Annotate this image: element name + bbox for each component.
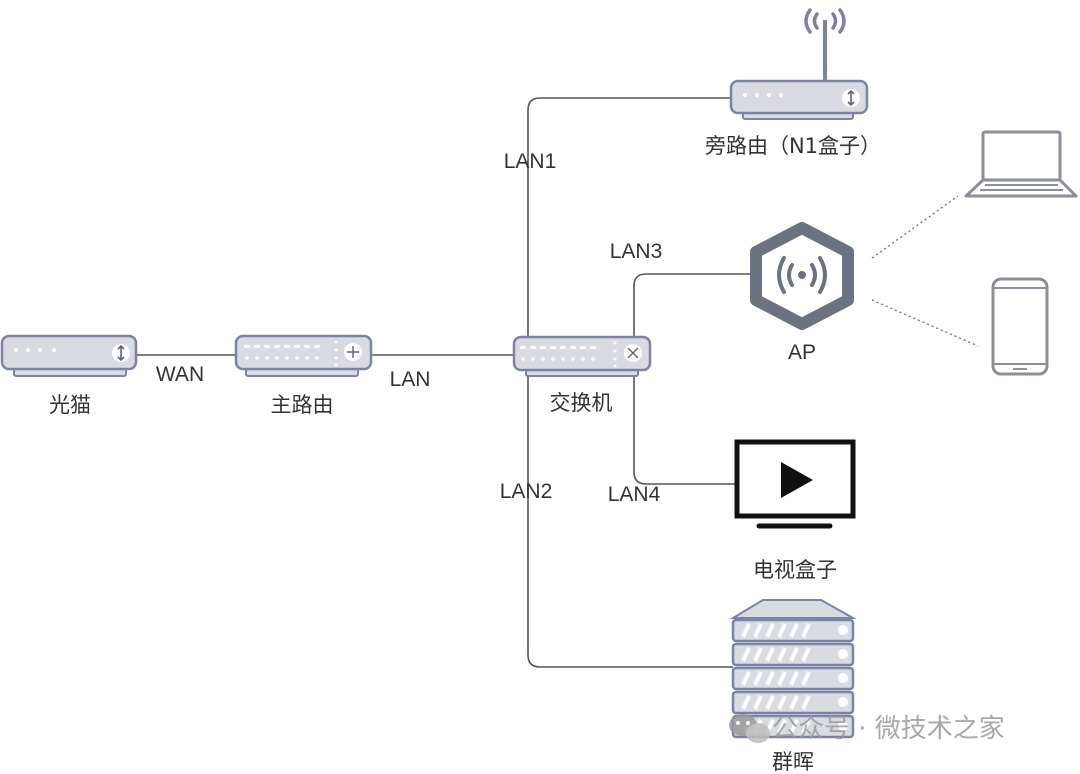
link-lan1 xyxy=(527,97,733,342)
laptop-icon xyxy=(964,130,1078,198)
link-wifi-phone xyxy=(871,299,979,347)
main-router-device[interactable] xyxy=(234,334,373,377)
modem-label: 光猫 xyxy=(49,393,91,417)
watermark-text: 公众号 · 微技术之家 xyxy=(772,714,1005,744)
watermark: 公众号 · 微技术之家 xyxy=(729,714,1005,744)
bypass-router-label: 旁路由（N1盒子） xyxy=(705,134,881,158)
link-lan2 xyxy=(527,372,733,668)
link-label-lan3: LAN3 xyxy=(610,240,663,263)
link-label-lan: LAN xyxy=(390,368,431,391)
link-lan4 xyxy=(633,372,735,485)
laptop-device[interactable] xyxy=(964,130,1078,198)
smartphone-icon xyxy=(991,277,1049,376)
nas-label: 群晖 xyxy=(772,750,814,774)
switch-device[interactable] xyxy=(512,335,652,377)
link-label-lan1: LAN1 xyxy=(504,150,557,173)
main-router-label: 主路由 xyxy=(271,393,334,417)
tv-box-label: 电视盒子 xyxy=(753,558,837,582)
link-label-wan: WAN xyxy=(156,363,204,386)
tv-box-device[interactable] xyxy=(734,439,856,529)
modem-device[interactable] xyxy=(0,334,138,377)
link-lan3 xyxy=(633,273,750,342)
access-point-icon xyxy=(750,222,854,330)
nas-device[interactable] xyxy=(729,599,857,739)
link-label-lan4: LAN4 xyxy=(608,483,661,506)
link-label-lan2: LAN2 xyxy=(500,480,553,503)
link-wifi-laptop xyxy=(871,195,959,259)
tv-play-icon xyxy=(734,439,856,529)
switch-label: 交换机 xyxy=(550,391,613,415)
ap-device[interactable] xyxy=(750,222,854,330)
bypass-router-device[interactable] xyxy=(729,8,869,120)
wireless-router-icon xyxy=(729,8,869,120)
modem-icon xyxy=(0,334,138,377)
ap-label: AP xyxy=(788,341,816,364)
server-stack-icon xyxy=(729,599,857,739)
wechat-icon xyxy=(729,714,770,743)
phone-device[interactable] xyxy=(991,277,1049,376)
router-icon xyxy=(234,334,373,377)
switch-icon xyxy=(512,335,652,377)
